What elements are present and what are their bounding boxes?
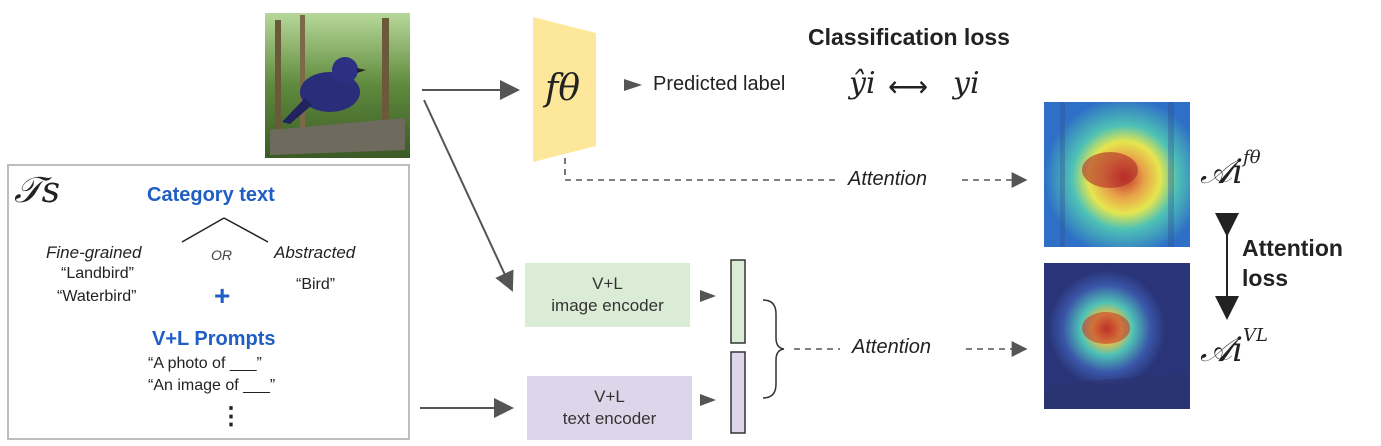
image-encoder-line2: image encoder <box>551 296 664 315</box>
text-set-symbol: 𝒯s <box>14 170 61 211</box>
category-text-heading: Category text <box>147 184 275 206</box>
text-encoder-line2: text encoder <box>562 409 657 428</box>
text-encoder-box: V+L text encoder <box>527 376 692 440</box>
or-label: OR <box>211 247 232 263</box>
attention-heatmap-model <box>1044 102 1190 247</box>
more-ellipsis: ⋮ <box>219 403 243 430</box>
text-encoder-line1: V+L <box>594 387 625 406</box>
prompts-heading: V+L Prompts <box>152 328 276 350</box>
abstract-example-bird: “Bird” <box>296 276 336 293</box>
plus-sign: + <box>214 280 231 311</box>
attention-heatmap-vl <box>1044 263 1190 409</box>
image-encoder-line1: V+L <box>592 274 623 293</box>
fine-example-landbird: “Landbird” <box>61 265 134 282</box>
abstracted-label: Abstracted <box>274 243 356 262</box>
vl-attention-symbol: 𝒜iVL <box>1200 324 1268 370</box>
double-arrow-symbol: ⟷ <box>888 71 929 102</box>
attention-loss-label: Attention loss <box>1242 235 1343 291</box>
predicted-label-text: Predicted label <box>653 73 786 95</box>
f-theta-symbol: fθ <box>545 68 580 109</box>
y-true-symbol: yi <box>953 66 980 101</box>
text-feature-bar <box>730 351 746 434</box>
f-theta-block <box>533 17 596 162</box>
attention-label-top: Attention <box>848 168 927 190</box>
y-hat-symbol: ŷi <box>849 66 876 101</box>
fine-grained-label: Fine-grained <box>46 243 142 262</box>
classification-loss-title: Classification loss <box>808 24 1010 50</box>
model-attention-symbol: 𝒜ifθ <box>1200 146 1261 192</box>
image-encoder-box: V+L image encoder <box>525 263 690 327</box>
prompt-photo: “A photo of ___” <box>148 355 262 372</box>
image-feature-bar <box>730 259 746 344</box>
fine-example-waterbird: “Waterbird” <box>57 288 137 305</box>
text-set-panel <box>7 164 410 440</box>
input-bird-photo <box>265 13 410 158</box>
attention-label-bottom: Attention <box>852 336 931 358</box>
prompt-image: “An image of ___” <box>148 377 276 394</box>
